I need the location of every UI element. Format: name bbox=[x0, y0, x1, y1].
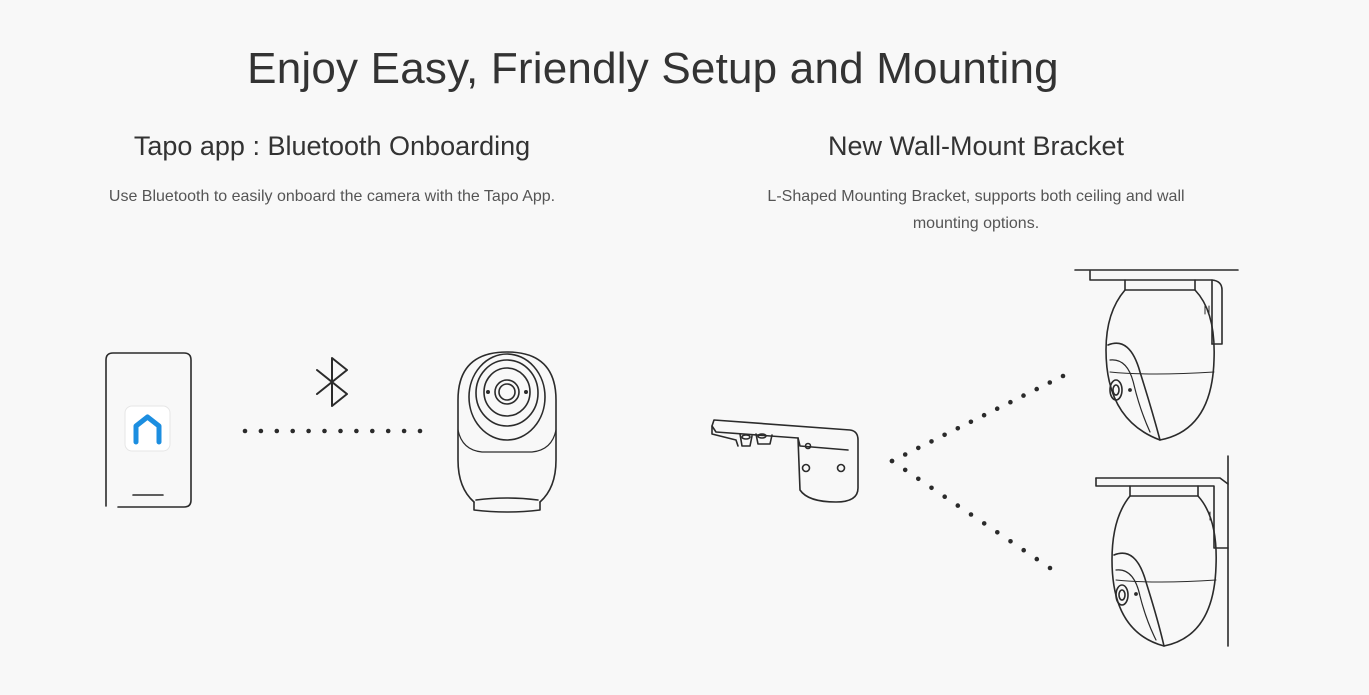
page-title: Enjoy Easy, Friendly Setup and Mounting bbox=[247, 44, 1059, 93]
dot bbox=[242, 428, 248, 434]
dot bbox=[385, 428, 391, 434]
dot bbox=[995, 530, 1000, 535]
dot bbox=[902, 452, 908, 457]
dot bbox=[290, 428, 296, 434]
dot bbox=[1047, 565, 1053, 571]
dot bbox=[354, 428, 359, 434]
bluetooth-feature-description: Use Bluetooth to easily onboard the came… bbox=[108, 188, 556, 205]
dot bbox=[1034, 556, 1040, 562]
dot bbox=[981, 521, 987, 526]
camera-icon bbox=[457, 351, 557, 513]
dot bbox=[942, 494, 947, 500]
wall-mounted-camera-icon bbox=[1095, 455, 1229, 647]
bracket-feature-description: L-Shaped Mounting Bracket, supports both… bbox=[767, 188, 1185, 232]
dot bbox=[981, 412, 987, 418]
dot bbox=[942, 432, 947, 438]
dot bbox=[889, 458, 895, 464]
dot bbox=[1008, 539, 1013, 544]
dot bbox=[1021, 393, 1026, 398]
wall-direction-dots bbox=[889, 458, 1053, 571]
dot bbox=[274, 428, 280, 434]
dot bbox=[417, 428, 423, 434]
dot bbox=[968, 419, 974, 425]
dot bbox=[916, 445, 921, 451]
dot bbox=[258, 428, 264, 434]
bluetooth-icon bbox=[316, 357, 348, 407]
dot bbox=[955, 503, 961, 508]
dot bbox=[1034, 386, 1039, 392]
dot bbox=[994, 406, 1000, 412]
dot bbox=[1047, 380, 1053, 385]
dot bbox=[968, 512, 974, 517]
dot bbox=[955, 426, 961, 431]
dot bbox=[338, 428, 343, 434]
dot bbox=[370, 428, 375, 434]
dot bbox=[929, 439, 934, 444]
ceiling-direction-dots bbox=[889, 373, 1066, 464]
dot bbox=[1008, 399, 1013, 405]
dot bbox=[322, 428, 327, 434]
tapo-app-icon bbox=[124, 405, 171, 452]
phone-icon bbox=[105, 352, 192, 508]
dot bbox=[916, 476, 921, 482]
bluetooth-feature-title: Tapo app : Bluetooth Onboarding bbox=[133, 131, 531, 161]
dot bbox=[902, 467, 908, 473]
ceiling-mounted-camera-icon bbox=[1074, 269, 1239, 441]
wall-mount-bracket-icon bbox=[711, 419, 859, 503]
connection-dots bbox=[242, 428, 423, 434]
bracket-feature-title: New Wall-Mount Bracket bbox=[827, 131, 1125, 161]
dot bbox=[1060, 373, 1066, 379]
dot bbox=[929, 485, 934, 491]
dot bbox=[306, 428, 311, 434]
dot bbox=[401, 428, 407, 434]
dot bbox=[1021, 547, 1026, 553]
